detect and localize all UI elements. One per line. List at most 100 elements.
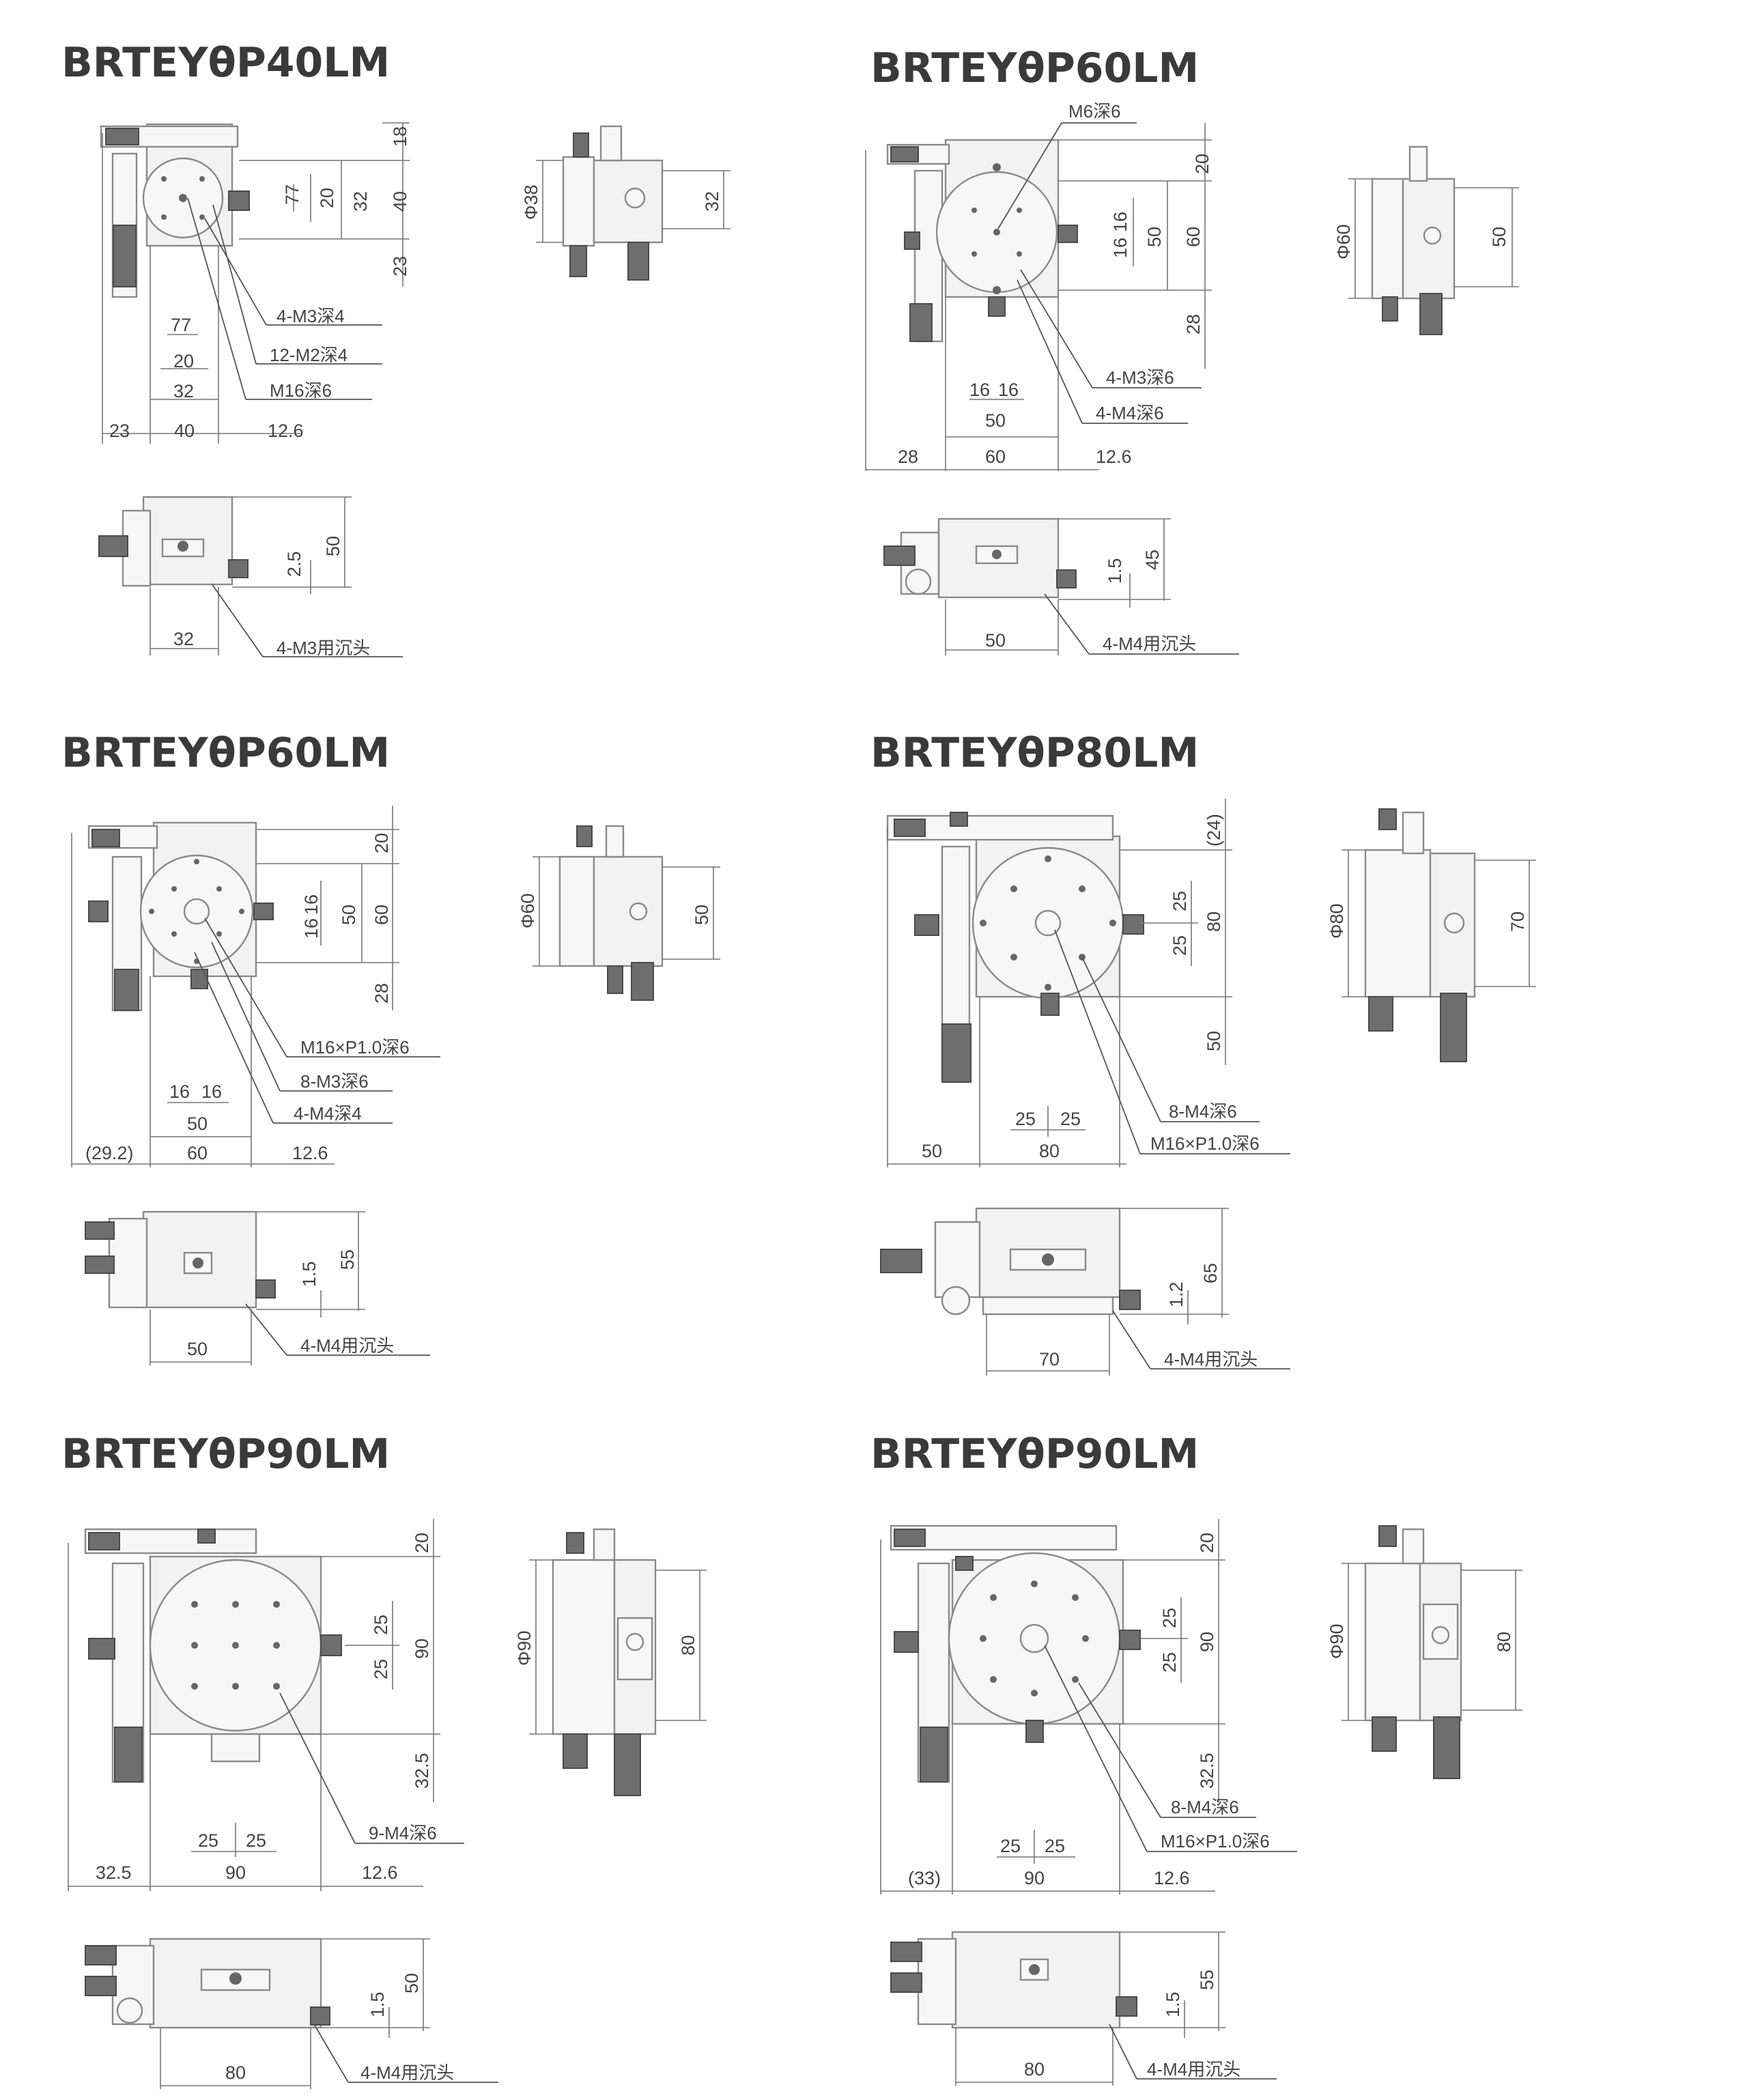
front-view: 1.5 50 80 4-M4用沉头 <box>85 1938 498 2089</box>
stage-block-1: BRTEYθP40LM 18 77 20 32 40 23 <box>61 39 730 658</box>
dim-text: 80 <box>225 2062 246 2083</box>
dim-text: 25 <box>1169 891 1190 911</box>
dim-text: 80 <box>1024 2059 1045 2080</box>
side-view: Φ90 80 <box>514 1528 707 1796</box>
hole-note: M6深6 <box>1068 101 1121 122</box>
dim-text: 25 <box>1060 1109 1081 1129</box>
dim-text: 16 <box>301 894 322 915</box>
front-view: 2.5 50 32 4-M3用沉头 <box>98 496 403 658</box>
dim-text: 25 <box>371 1659 391 1679</box>
dim-text: 1.5 <box>1163 1991 1183 2017</box>
dim-text: 60 <box>1183 227 1204 247</box>
hole-note: M16×P1.0深6 <box>1161 1831 1270 1851</box>
top-view: 18 77 20 32 40 23 77 20 32 23 40 12.6 4-… <box>100 122 410 444</box>
dim-text: 90 <box>225 1862 246 1883</box>
dim-text: 50 <box>922 1141 942 1161</box>
dim-text: 40 <box>390 191 410 212</box>
stage-block-3: BRTEYθP60LM 20 16 16 50 <box>61 729 720 1365</box>
hole-note: 9-M4深6 <box>369 1823 437 1843</box>
side-view: Φ90 80 <box>1327 1525 1522 1779</box>
side-view: Φ38 32 <box>521 125 730 281</box>
dim-text: Φ90 <box>1327 1623 1347 1659</box>
hole-note: 4-M3深6 <box>1106 367 1174 388</box>
dim-text: 16 <box>1110 238 1131 258</box>
hole-note: 4-M4用沉头 <box>360 2062 454 2083</box>
stage-block-2: BRTEYθP60LM M6深6 20 16 <box>865 44 1519 655</box>
dim-text: 90 <box>412 1638 432 1659</box>
dim-text: 28 <box>1183 314 1204 335</box>
front-view: 1.5 55 80 4-M4用沉头 <box>890 1931 1277 2086</box>
dim-text: 90 <box>1024 1868 1045 1888</box>
dim-text: 25 <box>1159 1652 1180 1673</box>
dim-text: 80 <box>1494 1632 1514 1652</box>
hole-note: 4-M3用沉头 <box>276 638 370 658</box>
stage-block-6: BRTEYθP90LM 20 25 25 90 <box>870 1430 1522 2086</box>
dim-text: 25 <box>1169 935 1190 956</box>
dim-text: 16 <box>969 380 990 400</box>
dim-text: 60 <box>985 446 1006 467</box>
hole-note: 4-M4用沉头 <box>1164 1349 1258 1370</box>
dim-text: 12.6 <box>1096 446 1132 467</box>
dim-text: (29.2) <box>85 1143 134 1163</box>
dim-text: 60 <box>187 1143 208 1163</box>
hole-note: 4-M3深4 <box>276 306 345 326</box>
dim-text: 16 <box>1110 212 1131 232</box>
dim-text: 90 <box>1197 1632 1217 1652</box>
dim-text: 20 <box>371 833 392 853</box>
dim-text: 23 <box>109 421 130 441</box>
model-title: BRTEYθP90LM <box>870 1430 1199 1478</box>
hole-note: 12-M2深4 <box>270 345 347 365</box>
dim-text: 28 <box>898 446 918 467</box>
dim-text: 50 <box>323 536 343 556</box>
dim-text: 50 <box>1144 227 1165 247</box>
dim-text: 1.5 <box>299 1261 320 1287</box>
dim-text: 25 <box>1159 1608 1180 1628</box>
dim-text: 50 <box>1489 227 1509 247</box>
hole-note: 4-M4用沉头 <box>300 1335 394 1356</box>
dim-text: 12.6 <box>268 421 304 441</box>
dim-text: 25 <box>1000 1836 1021 1856</box>
model-title: BRTEYθP80LM <box>870 729 1199 777</box>
hole-note: 8-M4深6 <box>1169 1101 1237 1122</box>
dim-text: Φ80 <box>1327 903 1347 939</box>
dim-text: 80 <box>1039 1141 1060 1161</box>
dim-text: 25 <box>246 1830 266 1851</box>
dim-text: 50 <box>1204 1031 1224 1051</box>
dim-text: 50 <box>401 1973 422 1993</box>
hole-note: M16×P1.0深6 <box>1150 1133 1260 1154</box>
dim-text: (33) <box>908 1868 941 1888</box>
top-view: 20 16 16 50 60 28 16 16 50 (29.2) 60 12.… <box>71 806 440 1167</box>
dim-text: 20 <box>173 351 194 371</box>
dim-text: 55 <box>1197 1970 1217 1990</box>
hole-note: M16深6 <box>270 380 332 401</box>
dim-text: 16 <box>301 918 322 939</box>
dim-text: 60 <box>371 905 392 925</box>
dim-text: 32 <box>173 629 194 649</box>
hole-note: 4-M4用沉头 <box>1103 634 1196 654</box>
stage-block-4: BRTEYθP80LM (24) 25 25 <box>870 729 1536 1376</box>
dim-text: 20 <box>1192 154 1212 174</box>
side-view: Φ80 70 <box>1327 808 1536 1062</box>
hole-note: 4-M4深6 <box>1096 403 1164 423</box>
dim-text: 32.5 <box>1197 1753 1217 1789</box>
dim-text: 32.5 <box>96 1862 132 1883</box>
model-title: BRTEYθP60LM <box>61 729 390 777</box>
hole-note: M16×P1.0深6 <box>300 1037 410 1058</box>
dim-text: 1.2 <box>1166 1281 1187 1307</box>
side-view: Φ60 50 <box>517 825 720 1001</box>
front-view: 1.5 45 50 4-M4用沉头 <box>883 517 1239 655</box>
dim-text: 25 <box>371 1615 391 1635</box>
dim-text: 12.6 <box>362 1862 398 1883</box>
dim-text: 50 <box>187 1339 208 1359</box>
dim-text: 32 <box>173 381 194 401</box>
top-view: (24) 25 25 80 50 25 25 50 80 8-M4深6 M16×… <box>886 799 1290 1167</box>
hole-note: 8-M3深6 <box>300 1071 369 1092</box>
dim-text: 70 <box>1507 911 1528 932</box>
dim-text: Φ38 <box>521 184 541 220</box>
model-title: BRTEYθP60LM <box>870 44 1199 92</box>
dim-text: 20 <box>1197 1533 1217 1553</box>
dim-text: 45 <box>1142 550 1163 570</box>
dim-text: 25 <box>1045 1836 1065 1856</box>
model-title: BRTEYθP40LM <box>61 39 390 87</box>
